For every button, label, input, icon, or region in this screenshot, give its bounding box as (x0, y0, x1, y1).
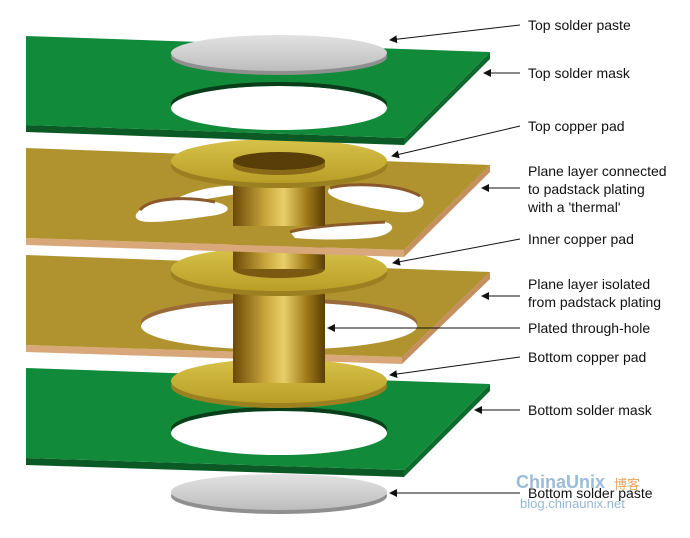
watermark-url: blog.chinaunix.net (520, 496, 625, 511)
bottom-solder-paste-disc (171, 474, 387, 514)
label-plated-through-hole: Plated through-hole (528, 320, 651, 336)
label-bottom-solder-paste: Bottom solder paste (528, 485, 653, 501)
top-copper-pad-ring (171, 139, 387, 188)
leader-top-solder-paste (389, 24, 521, 44)
label-plane-isolated: Plane layer isolated from padstack plati… (528, 276, 662, 310)
leader-inner-copper-pad (392, 238, 521, 266)
label-top-solder-mask: Top solder mask (528, 65, 630, 81)
label-inner-copper-pad: Inner copper pad (528, 231, 634, 247)
top-solder-paste-disc (171, 35, 387, 75)
label-plane-thermal: Plane layer connected to padstack platin… (528, 163, 667, 215)
watermark-blog: 博客 (614, 477, 641, 492)
label-top-solder-paste: Top solder paste (528, 17, 631, 33)
leader-lines (327, 24, 521, 497)
watermark-brand: ChinaUnix (516, 472, 606, 492)
leader-top-copper-pad (391, 125, 521, 159)
label-top-copper-pad: Top copper pad (528, 118, 625, 134)
leader-bottom-copper-pad (389, 356, 521, 379)
label-bottom-copper-pad: Bottom copper pad (528, 349, 647, 365)
label-bottom-solder-mask: Bottom solder mask (528, 402, 652, 418)
